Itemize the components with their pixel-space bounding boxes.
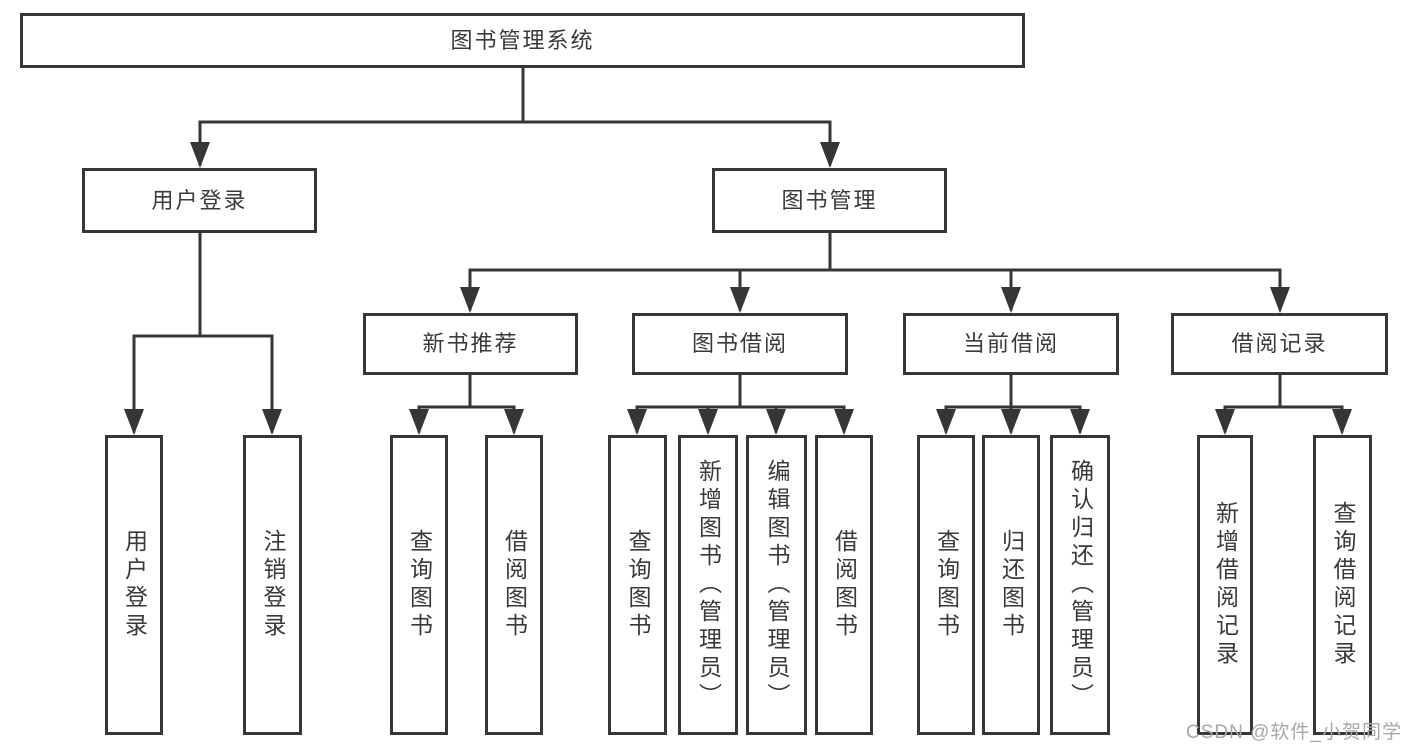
node-leaf-borrow-books-1-label: 借阅图书	[501, 529, 528, 641]
node-leaf-add-borrow-record: 新增借阅记录	[1197, 435, 1253, 735]
node-leaf-confirm-return-admin: 确认归还（管理员）	[1050, 435, 1110, 735]
node-leaf-query-books-1-label: 查询图书	[406, 529, 433, 641]
node-leaf-add-book-admin: 新增图书（管理员）	[678, 435, 738, 735]
arrow-down-icon	[409, 409, 429, 435]
arrow-down-icon	[1215, 409, 1235, 435]
node-leaf-borrow-books-2: 借阅图书	[815, 435, 873, 735]
arrow-down-icon	[460, 287, 480, 313]
connector-group	[132, 66, 1344, 433]
node-user-login-label: 用户登录	[151, 187, 248, 213]
node-leaf-edit-book-admin-label: 编辑图书（管理员）	[764, 459, 790, 711]
node-leaf-query-borrow-record-label: 查询借阅记录	[1330, 501, 1356, 669]
node-leaf-add-book-admin-label: 新增图书（管理员）	[695, 459, 722, 711]
node-leaf-user-login: 用户登录	[105, 435, 163, 735]
arrow-down-icon	[504, 409, 524, 435]
arrow-down-icon	[1070, 409, 1090, 435]
node-user-login: 用户登录	[82, 168, 317, 233]
arrow-down-icon	[766, 409, 786, 435]
node-leaf-query-books-2-label: 查询图书	[625, 529, 651, 641]
node-leaf-return-book-label: 归还图书	[998, 529, 1025, 641]
node-leaf-borrow-books-2-label: 借阅图书	[831, 529, 858, 641]
node-leaf-query-books-3-label: 查询图书	[933, 529, 960, 641]
arrow-down-icon	[1332, 409, 1352, 435]
node-leaf-logout-label: 注销登录	[260, 529, 286, 641]
watermark: CSDN @软件_小贺同学	[1186, 722, 1402, 743]
node-current-borrowing-label: 当前借阅	[962, 331, 1059, 356]
node-book-management-label: 图书管理	[781, 187, 878, 213]
arrow-down-icon	[262, 409, 282, 435]
node-new-book-recommendation: 新书推荐	[363, 313, 578, 375]
node-leaf-confirm-return-admin-label: 确认归还（管理员）	[1067, 459, 1094, 711]
arrow-down-icon	[936, 409, 956, 435]
node-book-borrowing: 图书借阅	[632, 313, 848, 375]
node-new-book-recommendation-label: 新书推荐	[422, 331, 519, 356]
node-root-label: 图书管理系统	[450, 27, 595, 53]
node-leaf-query-books-2: 查询图书	[608, 435, 667, 735]
arrow-down-icon	[1270, 287, 1290, 313]
arrow-down-icon	[820, 142, 840, 168]
arrow-down-icon	[1001, 287, 1021, 313]
node-leaf-user-login-label: 用户登录	[121, 529, 148, 641]
arrow-down-icon	[730, 287, 750, 313]
node-leaf-logout: 注销登录	[243, 435, 302, 735]
node-leaf-borrow-books-1: 借阅图书	[485, 435, 543, 735]
node-leaf-add-borrow-record-label: 新增借阅记录	[1212, 501, 1239, 669]
node-leaf-query-books-1: 查询图书	[390, 435, 448, 735]
node-leaf-edit-book-admin: 编辑图书（管理员）	[746, 435, 807, 735]
arrow-down-icon	[834, 409, 854, 435]
node-leaf-return-book: 归还图书	[982, 435, 1040, 735]
node-leaf-query-borrow-record: 查询借阅记录	[1313, 435, 1372, 735]
node-book-borrowing-label: 图书借阅	[691, 331, 788, 356]
arrow-down-icon	[1001, 409, 1021, 435]
node-book-management: 图书管理	[712, 168, 947, 233]
arrow-down-icon	[124, 409, 144, 435]
arrow-down-icon	[627, 409, 647, 435]
arrow-down-icon	[698, 409, 718, 435]
node-current-borrowing: 当前借阅	[903, 313, 1119, 375]
node-leaf-query-books-3: 查询图书	[917, 435, 975, 735]
node-root: 图书管理系统	[20, 13, 1025, 68]
node-borrow-records-label: 借阅记录	[1231, 331, 1328, 356]
node-borrow-records: 借阅记录	[1171, 313, 1388, 375]
arrow-down-icon	[190, 142, 210, 168]
